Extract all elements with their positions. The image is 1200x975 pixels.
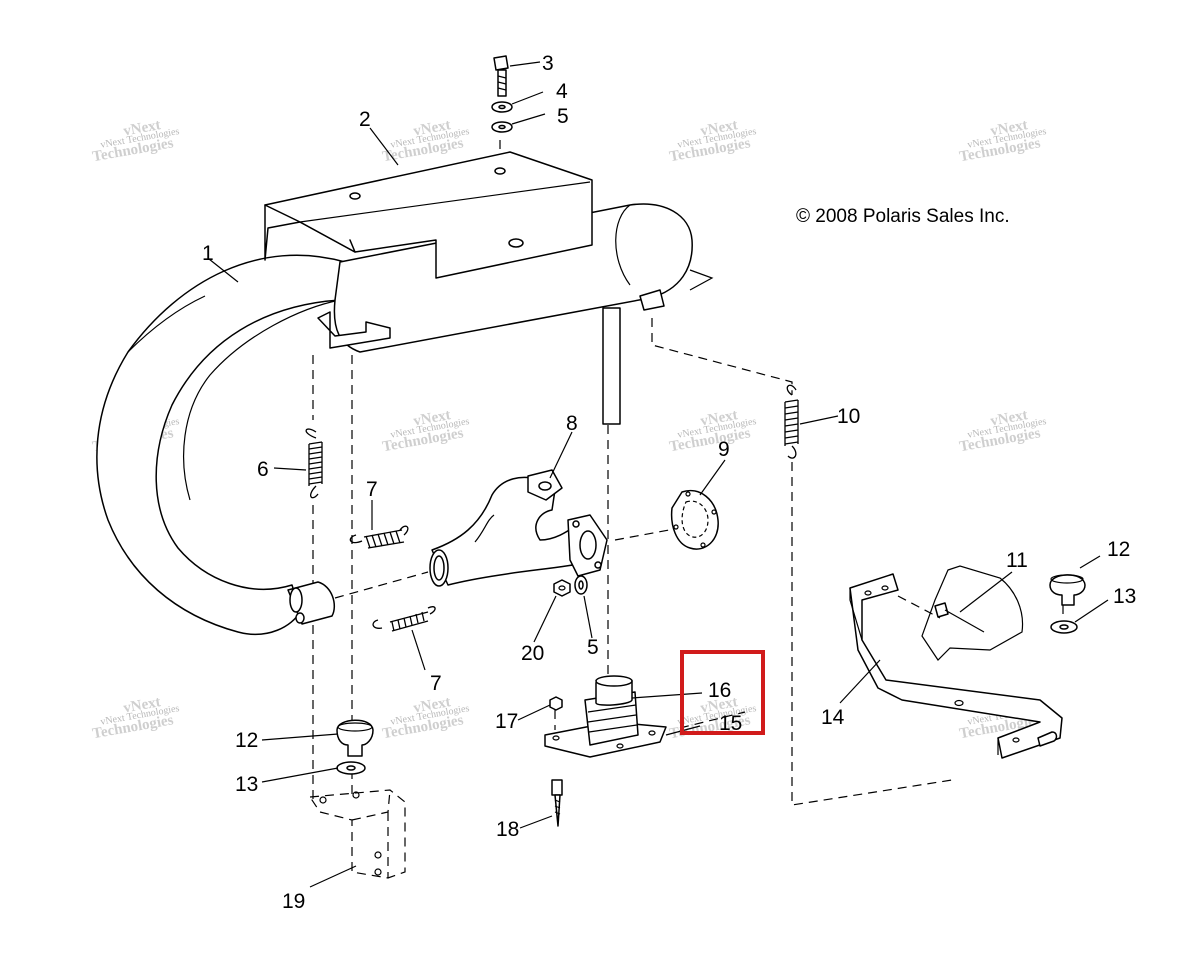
watermark-text: vNext	[989, 117, 1029, 139]
callout-label: 13	[235, 773, 258, 796]
watermark-text: vNext	[699, 694, 739, 716]
washer-part	[491, 101, 513, 113]
callout-label: 17	[495, 710, 518, 733]
copyright-text: © 2008 Polaris Sales Inc.	[796, 206, 1010, 227]
washer-part	[336, 761, 366, 775]
spring-part	[784, 384, 799, 459]
callout-label: 14	[821, 706, 845, 729]
callout-label: 19	[282, 890, 305, 913]
assembly-lines	[312, 140, 1064, 806]
support-bracket-part	[849, 573, 1063, 759]
callout-label: 8	[566, 412, 578, 435]
bracket-part	[308, 789, 406, 879]
watermark: vNext vNext Technologies Technologies	[91, 694, 180, 742]
washer-part	[491, 121, 513, 133]
callout-label: 15	[719, 712, 742, 735]
callout-label: 20	[521, 642, 544, 665]
watermark: vNext vNext Technologies Technologies	[381, 407, 470, 455]
bolt-part	[493, 55, 509, 97]
spring-part	[372, 606, 436, 632]
grommet-part	[584, 675, 639, 746]
callout-label: 11	[1006, 549, 1028, 572]
callout-label: 18	[496, 818, 519, 841]
nut-part	[553, 579, 571, 597]
callout-label: 13	[1113, 585, 1136, 608]
rubber-bumper-part	[336, 719, 374, 757]
watermark-text: vNext	[699, 117, 739, 139]
washer-part	[1050, 620, 1078, 634]
leader-lines	[208, 61, 1109, 888]
watermark-text: vNext	[699, 407, 739, 429]
callout-label: 10	[837, 405, 860, 428]
callout-label: 12	[1107, 538, 1130, 561]
watermark: vNext vNext Technologies Technologies	[381, 694, 470, 742]
watermark-text: vNext	[989, 407, 1029, 429]
callout-label: 5	[557, 105, 569, 128]
watermark-text: vNext	[412, 407, 452, 429]
callout-label: 2	[359, 108, 371, 131]
callout-label: 5	[587, 636, 599, 659]
watermark: vNext vNext Technologies Technologies	[668, 407, 757, 455]
callout-labels: 1 2 3 4 5 5 6 7 7 8 9 10 11 12 12 13 13 …	[202, 52, 1136, 913]
watermark: vNext vNext Technologies Technologies	[91, 117, 180, 165]
highlight-box	[680, 650, 765, 735]
rubber-bumper-part	[1049, 574, 1086, 606]
washer-part	[574, 575, 588, 595]
watermark: vNext vNext Technologies Technologies	[668, 117, 757, 165]
nut-part	[549, 696, 563, 711]
callout-label: 9	[718, 438, 730, 461]
watermark-text: vNext	[412, 694, 452, 716]
callout-label: 12	[235, 729, 258, 752]
watermark-text: vNext	[122, 694, 162, 716]
shield-plate-part	[921, 565, 1024, 661]
exhaust-manifold-part	[429, 469, 608, 587]
callout-label: 4	[556, 80, 568, 103]
spring-part	[305, 428, 323, 499]
callout-label: 7	[430, 672, 442, 695]
screw-part	[551, 779, 563, 827]
callout-label: 1	[202, 242, 214, 265]
watermark: vNext vNext Technologies Technologies	[958, 407, 1047, 455]
watermark-text: vNext	[122, 117, 162, 139]
watermark-text: vNext	[412, 117, 452, 139]
callout-label: 7	[366, 478, 378, 501]
spring-part	[349, 525, 409, 549]
gasket-part	[670, 489, 719, 550]
callout-label: 16	[708, 679, 731, 702]
callout-label: 3	[542, 52, 554, 75]
callout-label: 6	[257, 458, 269, 481]
watermark: vNext vNext Technologies Technologies	[958, 117, 1047, 165]
heat-shield-part	[264, 151, 593, 279]
exhaust-assembly-part	[96, 203, 714, 636]
